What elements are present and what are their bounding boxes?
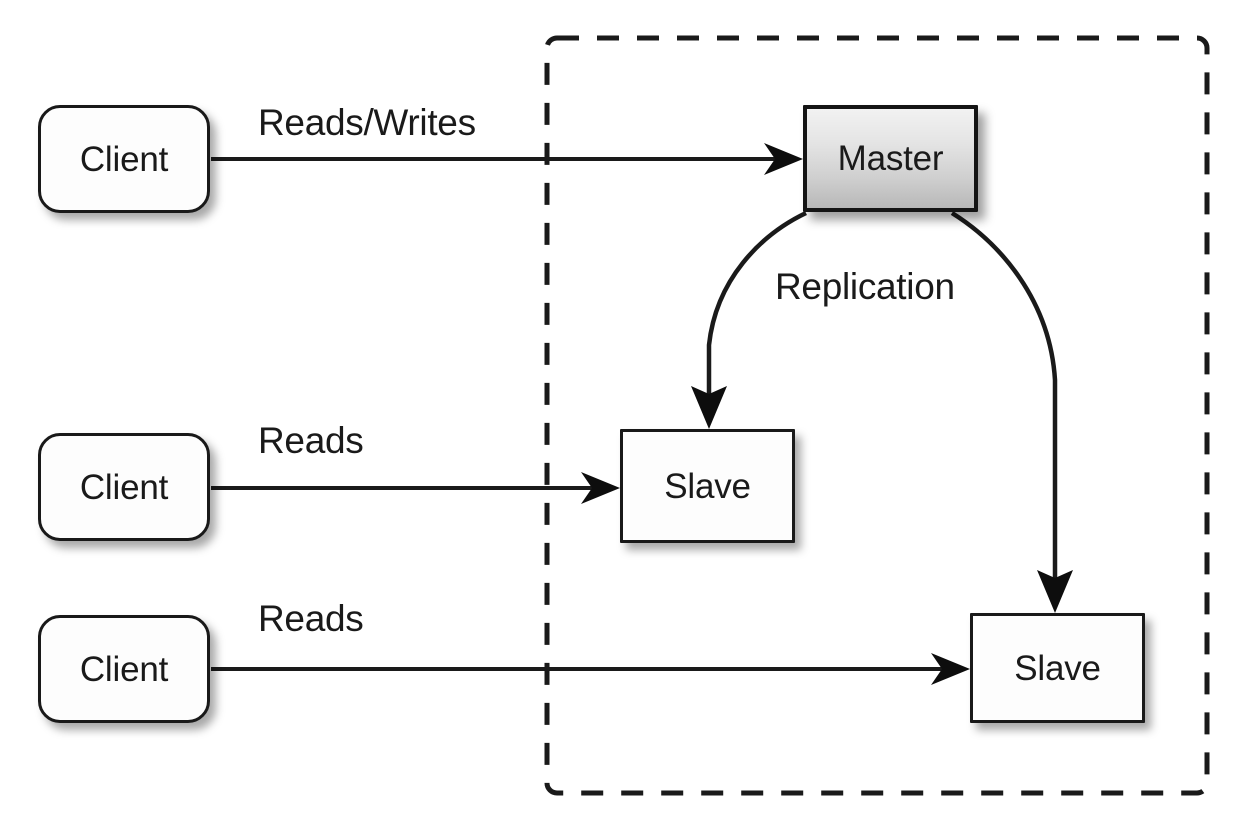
node-client-2[interactable]: Client bbox=[38, 433, 210, 541]
edge-master-slave2 bbox=[950, 211, 1073, 613]
edge-label-reads-writes: Reads/Writes bbox=[258, 102, 476, 143]
edge-client2-slave1 bbox=[211, 472, 620, 504]
node-master-label: Master bbox=[837, 139, 944, 178]
node-slave-1[interactable]: Slave bbox=[620, 429, 795, 543]
node-slave-2[interactable]: Slave bbox=[970, 613, 1145, 723]
edge-label-replication: Replication bbox=[775, 266, 955, 307]
node-slave-1-label: Slave bbox=[664, 466, 751, 506]
edge-client3-slave2 bbox=[211, 653, 970, 685]
edge-client1-master bbox=[211, 143, 803, 175]
node-client-3[interactable]: Client bbox=[38, 615, 210, 723]
node-client-3-label: Client bbox=[79, 649, 169, 689]
node-slave-2-label: Slave bbox=[1014, 648, 1101, 688]
database-cluster-boundary bbox=[544, 35, 1210, 796]
node-client-2-label: Client bbox=[79, 467, 169, 507]
node-client-1-label: Client bbox=[79, 139, 169, 179]
node-client-1[interactable]: Client bbox=[38, 105, 210, 213]
edge-master-slave1 bbox=[691, 210, 807, 429]
edge-label-reads-slave-2: Reads bbox=[258, 598, 364, 639]
edge-label-reads-slave-1: Reads bbox=[258, 420, 364, 461]
node-master[interactable]: Master bbox=[803, 105, 978, 212]
